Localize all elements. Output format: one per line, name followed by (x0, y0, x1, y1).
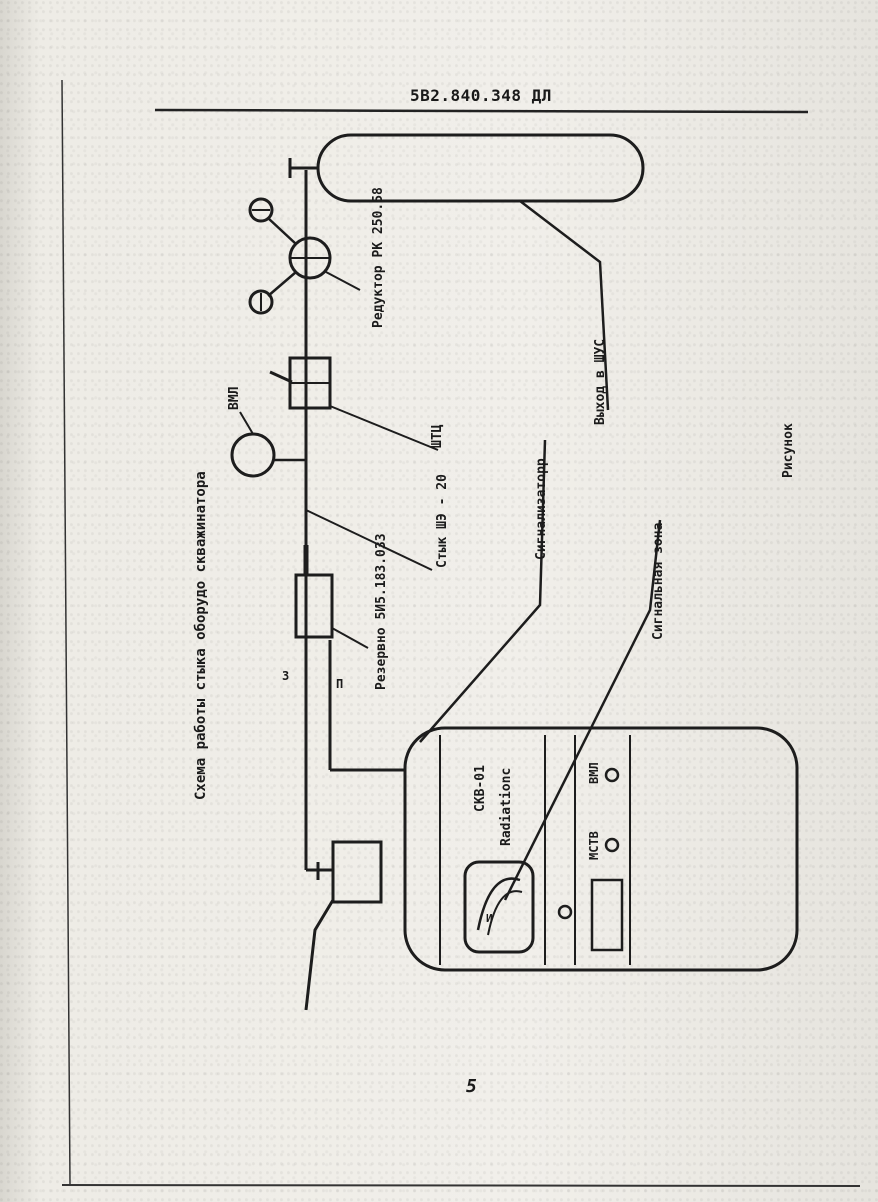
power-line (519, 200, 610, 411)
gauge-arm-lower (267, 271, 297, 297)
pressure-gauge-lower (248, 289, 274, 315)
regulator-leader (331, 627, 369, 649)
page-bottom-line (61, 1184, 861, 1187)
panel-right-indicator: ВМЛ (587, 762, 601, 784)
label-hose: Стык ШЭ - 20 (435, 474, 450, 568)
letter-b: П (336, 677, 343, 691)
label-pig-valve: ВМЛ (227, 387, 242, 410)
label-reducer: Редуктор РК 250.58 (371, 187, 386, 328)
analog-meter-window (463, 860, 535, 954)
reducer-leader (325, 271, 361, 291)
label-regulator: Резервно 5И5.183.033 (374, 533, 389, 690)
label-figure: Рисунок (781, 423, 796, 478)
collector-tank (331, 840, 383, 904)
balloon-tank (230, 432, 276, 478)
digital-display (590, 878, 624, 952)
control-panel (403, 726, 799, 972)
panel-left-indicator: МСТВ (587, 831, 601, 860)
indicator-lamp-left (604, 837, 620, 853)
page-number: 5 (466, 1076, 477, 1097)
header-rule (154, 108, 809, 114)
panel-brand: Radiationc (499, 768, 514, 846)
signal-zone-leader (503, 519, 662, 901)
panel-model: СКВ-01 (473, 765, 488, 812)
document-code: 5В2.840.348 ДЛ (410, 86, 552, 105)
gauge-arm-upper (267, 217, 297, 245)
valve-handle (269, 370, 293, 384)
label-branch: ШТЦ (430, 424, 445, 448)
gas-cylinder (316, 133, 645, 203)
label-signal-zone: Сигнальная зона (651, 522, 666, 640)
signal-out-leader (419, 439, 547, 743)
label-power: Выход в ШУС (593, 339, 608, 425)
label-signal-out: Сигнализаторр (534, 458, 549, 560)
indicator-lamp-right (604, 767, 620, 783)
pressure-gauge-upper (248, 197, 274, 223)
diagram-title: Схема работы стыка оборудо скважинатора (193, 471, 209, 800)
letter-a: 3 (282, 669, 289, 683)
meter-symbol: И (486, 912, 493, 925)
hose-leader (305, 509, 433, 571)
page-margin-line (61, 79, 71, 1186)
valve-leader (329, 405, 439, 451)
balloon-leader (239, 411, 254, 435)
meter-scale-arc-inner (487, 890, 523, 936)
drain-line (304, 899, 335, 1011)
meter-scale-arc (476, 877, 521, 931)
regulator-block (294, 573, 334, 639)
indicator-lamp-center (557, 904, 573, 920)
